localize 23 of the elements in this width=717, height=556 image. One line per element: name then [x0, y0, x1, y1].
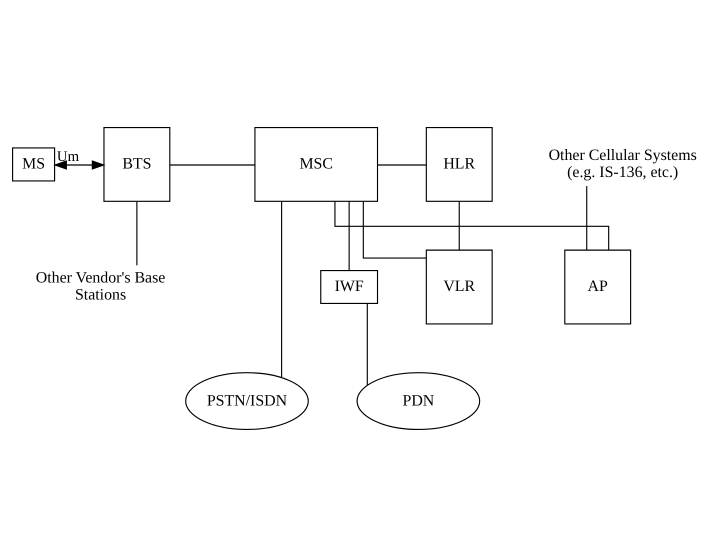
- connector: [366, 303, 368, 385]
- node-box: AP: [564, 249, 632, 324]
- node-box: MS: [12, 146, 56, 181]
- node-text: Other Vendor's Base Stations: [36, 269, 166, 304]
- node-box: BTS: [103, 126, 170, 202]
- connector: [348, 201, 350, 270]
- node-ellipse: PSTN/ISDN: [185, 372, 309, 430]
- connector: [136, 201, 138, 265]
- node-ellipse: PDN: [356, 372, 480, 430]
- connector: [170, 164, 255, 166]
- connector: [458, 200, 460, 250]
- node-box: HLR: [426, 126, 493, 202]
- arrow: [53, 160, 106, 170]
- connector: [362, 200, 426, 258]
- node-box: VLR: [426, 249, 493, 324]
- connector: [281, 200, 282, 378]
- connector: [586, 186, 588, 250]
- node-box: IWF: [320, 269, 378, 304]
- connector: [334, 201, 610, 250]
- node-text: Other Cellular Systems (e.g. IS-136, etc.): [548, 146, 697, 181]
- edge-label: Um: [56, 148, 80, 164]
- node-box: MSC: [254, 126, 378, 202]
- connector: [378, 164, 426, 166]
